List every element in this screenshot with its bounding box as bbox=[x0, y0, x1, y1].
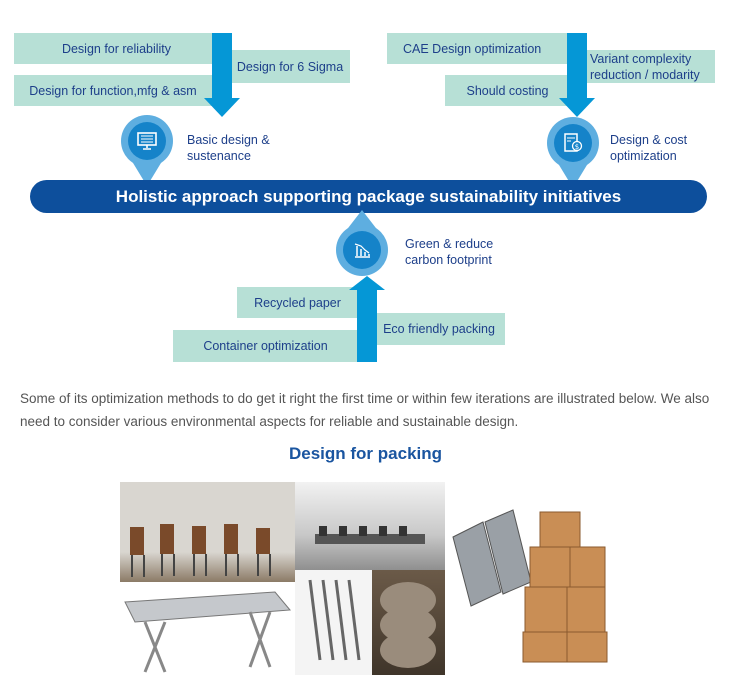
body-paragraph: Some of its optimization methods to do g… bbox=[20, 391, 710, 429]
label: reduction / modarity bbox=[590, 67, 700, 82]
pin-design-cost: $ bbox=[547, 117, 599, 169]
pin-green bbox=[336, 224, 388, 276]
svg-text:$: $ bbox=[575, 143, 579, 151]
photo-stacked-chairs bbox=[372, 570, 445, 675]
label: Design for function,mfg & asm bbox=[29, 83, 197, 98]
pin-label-design-cost: Design & cost optimization bbox=[610, 132, 687, 164]
cost-document-icon: $ bbox=[554, 124, 592, 162]
arrow-head-up bbox=[349, 276, 385, 290]
photo-folding-table bbox=[120, 582, 295, 675]
label: Should costing bbox=[466, 83, 549, 98]
down-arrow-right bbox=[567, 33, 587, 99]
box-eco-friendly: Eco friendly packing bbox=[373, 313, 505, 345]
box-design-function: Design for function,mfg & asm bbox=[14, 75, 212, 106]
box-recycled-paper: Recycled paper bbox=[237, 287, 358, 318]
pin-basic-design bbox=[121, 115, 173, 167]
declining-chart-icon bbox=[343, 231, 381, 269]
photo-folding-chairs bbox=[295, 570, 372, 675]
label-line: carbon footprint bbox=[405, 253, 492, 267]
down-arrow-left bbox=[212, 33, 232, 99]
label: CAE Design optimization bbox=[403, 41, 542, 56]
arrow-head bbox=[559, 98, 595, 117]
box-should-costing: Should costing bbox=[445, 75, 570, 106]
photo-chairs-row bbox=[120, 482, 295, 582]
section-heading: Design for packing bbox=[288, 444, 443, 463]
box-container-optimization: Container optimization bbox=[173, 330, 358, 362]
label: Design for reliability bbox=[61, 41, 172, 56]
label-line: sustenance bbox=[187, 149, 251, 163]
banner-text: Holistic approach supporting package sus… bbox=[115, 186, 622, 206]
label-line: Basic design & bbox=[187, 133, 270, 147]
label-line: optimization bbox=[610, 149, 677, 163]
up-arrow bbox=[357, 289, 377, 362]
label: Eco friendly packing bbox=[383, 322, 495, 336]
label-line: Design & cost bbox=[610, 133, 688, 147]
label: Container optimization bbox=[203, 339, 328, 353]
pin-label-basic-design: Basic design & sustenance bbox=[187, 132, 270, 164]
photo-parts-and-boxes bbox=[445, 482, 610, 675]
pin-label-green: Green & reduce carbon footprint bbox=[405, 236, 493, 268]
box-design-reliability: Design for reliability bbox=[14, 33, 219, 64]
box-cae-design: CAE Design optimization bbox=[387, 33, 580, 64]
box-design-6-sigma: Design for 6 Sigma bbox=[230, 50, 350, 83]
photo-conference-room bbox=[295, 482, 445, 570]
label: Design for 6 Sigma bbox=[236, 59, 344, 74]
arrow-head bbox=[204, 98, 240, 117]
monitor-icon bbox=[128, 122, 166, 160]
label: Recycled paper bbox=[254, 295, 341, 310]
banner-title: Holistic approach supporting package sus… bbox=[30, 180, 707, 213]
label: Variant complexity bbox=[590, 51, 692, 66]
label-line: Green & reduce bbox=[405, 237, 494, 251]
